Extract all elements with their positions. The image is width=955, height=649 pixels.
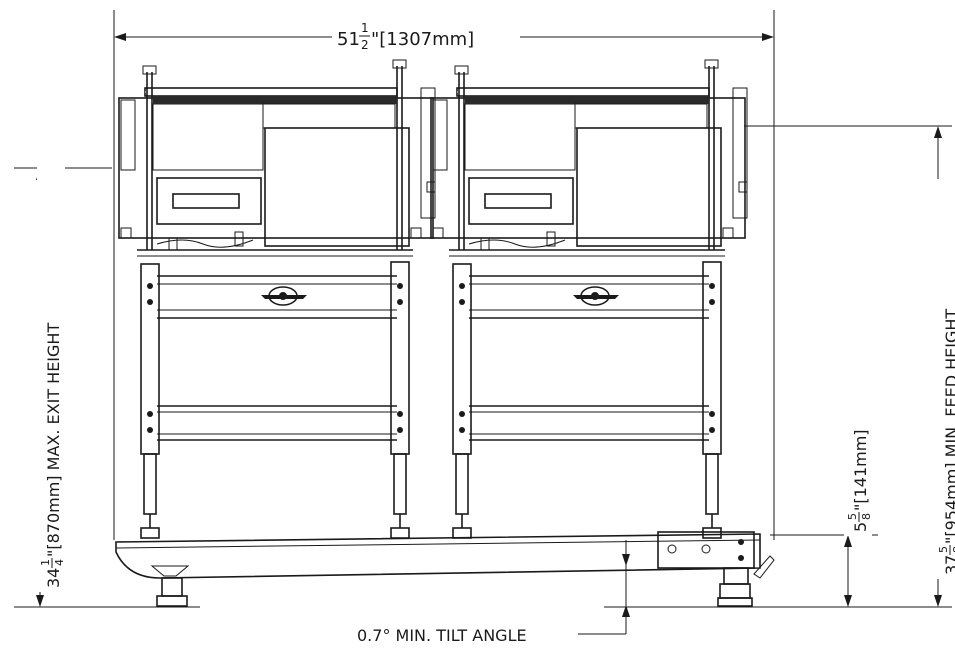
tilt-angle-dimension: 0.7° MIN. TILT ANGLE	[357, 540, 630, 645]
exit-height-frac-den: 4	[53, 559, 66, 566]
width-frac-num: 1	[361, 21, 369, 35]
feed-height-dimension: 37 5 8 "[954mm] MIN. FEED HEIGHT	[744, 125, 955, 607]
feed-height-suffix: "[954mm] MIN. FEED HEIGHT	[942, 309, 955, 544]
width-whole: 51	[337, 29, 360, 50]
feed-height-whole: 37	[942, 555, 955, 575]
feed-height-frac-num: 5	[937, 546, 950, 553]
tornado-logo-icon	[260, 286, 308, 306]
width-suffix: "[1307mm]	[371, 29, 474, 50]
base-bed	[115, 531, 775, 607]
exit-height-suffix: "[870mm] MAX. EXIT HEIGHT	[44, 323, 63, 557]
bed-height-frac-den: 8	[860, 513, 873, 520]
overall-width-dimension: 51 1 2 "[1307mm]	[113, 10, 775, 540]
feed-height-frac-den: 8	[951, 546, 955, 553]
tilt-angle-label: 0.7° MIN. TILT ANGLE	[357, 626, 527, 645]
width-frac-den: 2	[361, 38, 369, 52]
bed-height-suffix: "[141mm]	[851, 429, 870, 511]
exit-height-whole: 34	[44, 568, 63, 588]
tornado-logo-icon	[572, 286, 620, 306]
bed-height-whole: 5	[851, 522, 870, 532]
exit-height-frac-num: 1	[39, 559, 52, 566]
exit-height-dimension: 34 1 4 "[870mm] MAX. EXIT HEIGHT	[14, 152, 112, 607]
bed-height-frac-num: 5	[846, 513, 859, 520]
bed-height-dimension: 5 5 8 "[141mm]	[770, 386, 878, 607]
